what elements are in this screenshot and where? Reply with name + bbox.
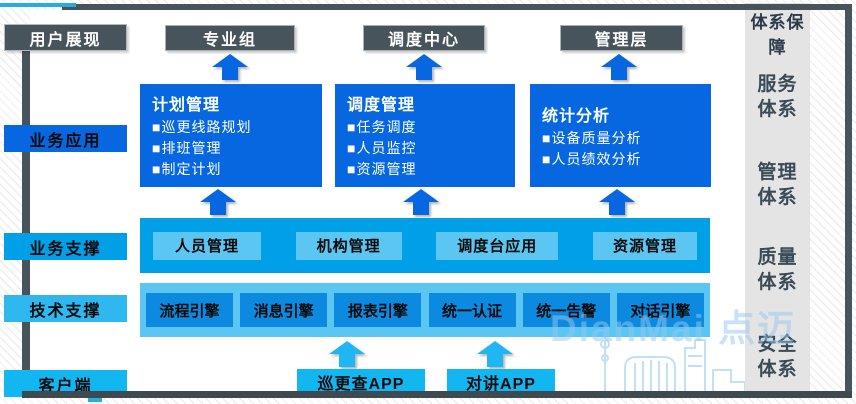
frame-bottom-border — [22, 391, 852, 398]
assurance-panel: 体系保障 服务体系 管理体系 质量体系 安全体系 — [745, 3, 810, 398]
module-organization-management: 机构管理 — [295, 231, 402, 260]
module-personnel-management: 人员管理 — [153, 231, 261, 260]
technical-support-container: 流程引擎 消息引擎 报表引擎 统一认证 统一告警 对话引擎 — [140, 283, 710, 337]
app-title: 调度管理 — [347, 97, 416, 114]
user-group-dispatch-center: 调度中心 — [363, 25, 485, 51]
module-resource-management: 资源管理 — [592, 231, 697, 260]
app-title: 统计分析 — [542, 107, 611, 125]
engine-workflow: 流程引擎 — [146, 293, 233, 327]
app-box-dispatch-management: 调度管理 ■任务调度 ■人员监控 ■资源管理 — [335, 84, 515, 187]
app-box-statistical-analysis: 统计分析 ■设备质量分析 ■人员绩效分析 — [530, 84, 711, 187]
assurance-item-quality: 质量体系 — [757, 247, 798, 293]
up-arrow-icon — [200, 189, 236, 215]
up-arrow-icon — [477, 341, 513, 367]
up-arrow-icon — [403, 189, 439, 215]
layer-label-business-support: 业务支撑 — [4, 233, 127, 260]
engine-dialogue: 对话引擎 — [616, 293, 704, 327]
layer-label-user-presentation: 用户展现 — [4, 24, 127, 51]
assurance-item-management: 管理体系 — [757, 162, 798, 208]
app-item: ■任务调度 — [347, 119, 417, 135]
client-app-patrol: 巡更查APP — [297, 369, 425, 395]
app-item: ■巡更线路规划 — [152, 119, 252, 135]
up-arrow-icon — [599, 189, 635, 215]
layer-label-business-application: 业务应用 — [4, 125, 127, 152]
up-arrow-icon — [601, 54, 637, 80]
app-item: ■排班管理 — [152, 140, 222, 156]
engine-unified-alarm: 统一告警 — [522, 293, 610, 327]
app-item: ■制定计划 — [152, 161, 222, 177]
cyan-accent-top — [0, 3, 76, 7]
frame-top-border — [62, 4, 845, 10]
user-group-professional: 专业组 — [165, 25, 295, 51]
app-item: ■人员绩效分析 — [542, 150, 642, 167]
assurance-item-security: 安全体系 — [757, 334, 798, 380]
app-box-plan-management: 计划管理 ■巡更线路规划 ■排班管理 ■制定计划 — [140, 84, 322, 187]
assurance-header: 体系保障 — [750, 13, 805, 57]
frame-left-border — [22, 27, 30, 393]
app-title: 计划管理 — [152, 97, 221, 114]
module-dispatch-console-application: 调度台应用 — [436, 231, 559, 260]
engine-report: 报表引擎 — [334, 293, 422, 327]
user-group-management: 管理层 — [560, 25, 683, 51]
engine-message: 消息引擎 — [240, 293, 328, 327]
up-arrow-icon — [329, 341, 365, 367]
app-item: ■资源管理 — [347, 161, 417, 177]
up-arrow-icon — [212, 54, 248, 80]
frame-right-border — [845, 4, 852, 398]
up-arrow-icon — [406, 54, 442, 80]
engine-unified-authentication: 统一认证 — [428, 293, 516, 327]
cyan-accent-bottom — [88, 398, 102, 402]
client-app-intercom: 对讲APP — [447, 369, 555, 395]
business-support-container: 人员管理 机构管理 调度台应用 资源管理 — [140, 218, 710, 273]
app-item: ■人员监控 — [347, 140, 417, 156]
app-item: ■设备质量分析 — [542, 129, 642, 146]
assurance-item-service: 服务体系 — [757, 74, 798, 120]
layer-label-technical-support: 技术支撑 — [4, 295, 127, 322]
